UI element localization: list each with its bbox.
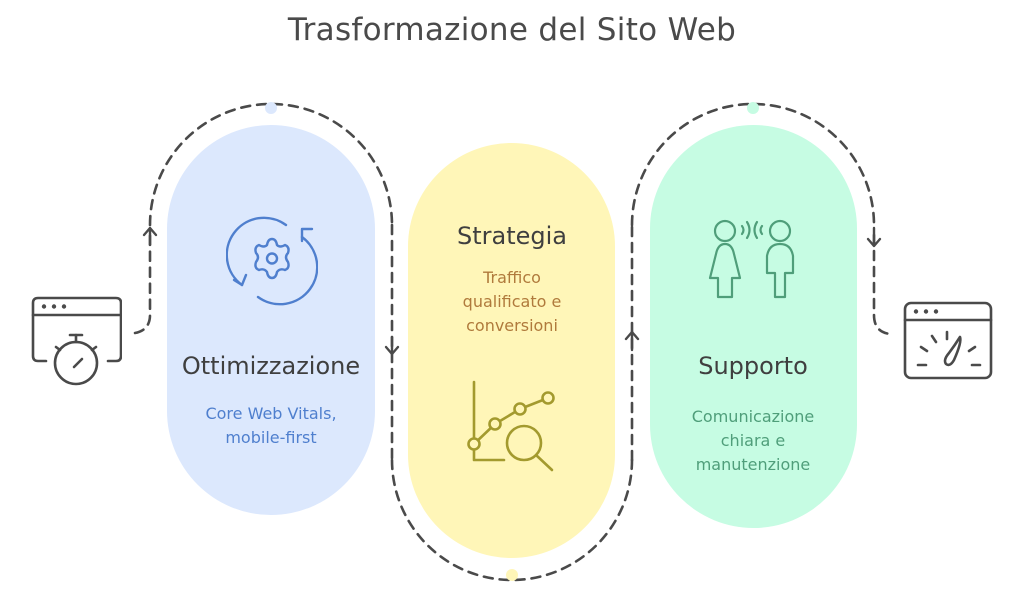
step-ottimizzazione-pill [167, 125, 375, 515]
step-supporto-pill [650, 125, 857, 528]
step-1-heading: Ottimizzazione [181, 352, 361, 380]
browser-stopwatch-icon [31, 296, 122, 386]
step-3-heading: Supporto [698, 352, 808, 380]
arrow-up-icon [624, 330, 640, 352]
chart-search-icon [467, 380, 555, 472]
yellow-dot [506, 569, 518, 581]
diagram-title: Trasformazione del Sito Web [287, 12, 737, 48]
browser-speedometer-icon [903, 301, 993, 380]
blue-dot [265, 102, 277, 114]
people-talking-icon [708, 219, 795, 299]
step-2-description: Traffico qualificato e conversioni [462, 268, 562, 335]
step-1-description: Core Web Vitals, mobile-first [205, 404, 337, 447]
step-2-heading: Strategia [456, 222, 567, 250]
green-dot [747, 102, 759, 114]
arrow-up-icon [142, 226, 158, 247]
arrow-down-icon [866, 226, 882, 248]
arrow-down-icon [384, 335, 400, 356]
step-strategia-pill [408, 143, 615, 558]
gear-refresh-icon [226, 216, 318, 306]
step-3-description: Comunicazione chiara e manutenzione [691, 407, 815, 474]
